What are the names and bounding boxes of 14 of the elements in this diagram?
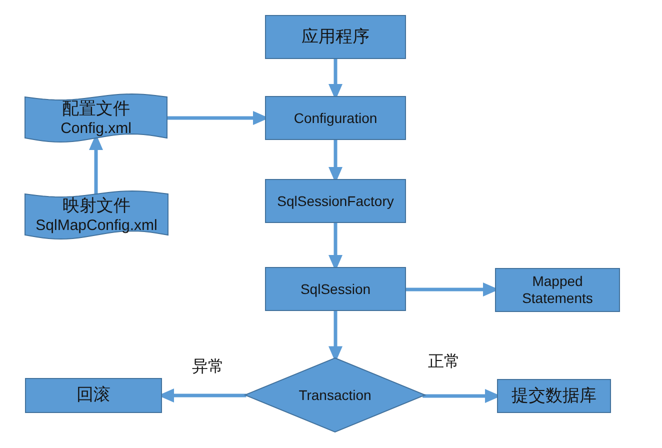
process-box: 应用程序 [265, 15, 406, 59]
document-shape [25, 94, 167, 143]
process-box: SqlSession [265, 267, 406, 311]
process-box: Configuration [265, 96, 406, 140]
process-box: 回滚 [25, 378, 162, 413]
document-title: 配置文件 [62, 99, 130, 120]
document-title: 映射文件 [62, 196, 130, 217]
file-name: SqlMapConfig.xml [36, 216, 158, 235]
process-box: Mapped Statements [495, 268, 620, 312]
document-shape [25, 191, 168, 240]
process-box: 提交数据库 [497, 379, 611, 413]
process-box: SqlSessionFactory [265, 179, 406, 223]
file-name: Config.xml [60, 120, 132, 138]
decision-diamond: Transaction [245, 358, 425, 432]
